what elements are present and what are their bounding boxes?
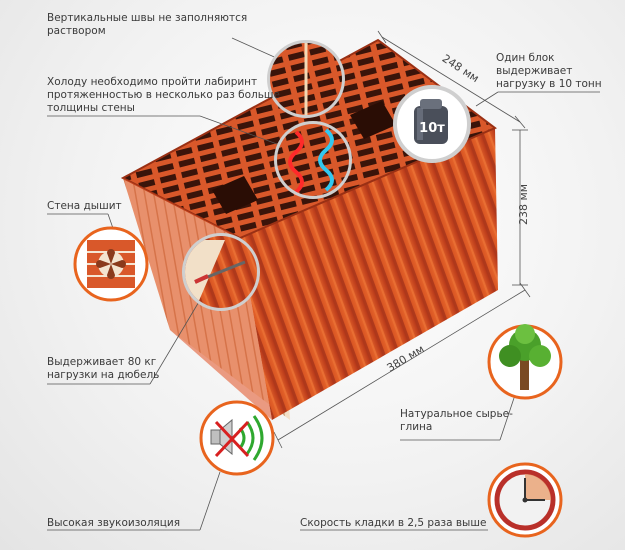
label-natural: Натуральное сырье- глина: [400, 408, 513, 433]
label-vertical-seams: Вертикальные швы не заполняются растворо…: [47, 12, 248, 37]
dowel-icon: [182, 233, 260, 311]
muted-speaker-icon: [199, 400, 275, 476]
clock-icon: [487, 462, 563, 538]
label-breathes: Стена дышит: [47, 200, 122, 212]
label-labyrinth: Холоду необходимо пройти лабиринт протяж…: [47, 76, 280, 114]
grip-hole: [350, 101, 396, 139]
brick-front-face: [240, 128, 498, 420]
weight-label: 10т: [419, 121, 445, 136]
seams-closeup-icon: [267, 40, 345, 118]
grip-hole: [212, 176, 258, 214]
label-load: Один блок выдерживает нагрузку в 10 тонн: [496, 52, 602, 90]
weight-icon: 10т: [393, 85, 471, 163]
tree-icon: [487, 324, 563, 400]
label-sound: Высокая звукоизоляция: [47, 517, 181, 529]
label-dowel: Выдерживает 80 кг нагрузки на дюбель: [47, 356, 160, 381]
dimension-lines: [273, 30, 531, 449]
brick-fan-icon: [73, 226, 149, 302]
label-speed: Скорость кладки в 2,5 раза выше: [300, 517, 487, 529]
dimension-height: 238 мм: [517, 183, 531, 226]
heat-wave-icon: [274, 121, 352, 199]
